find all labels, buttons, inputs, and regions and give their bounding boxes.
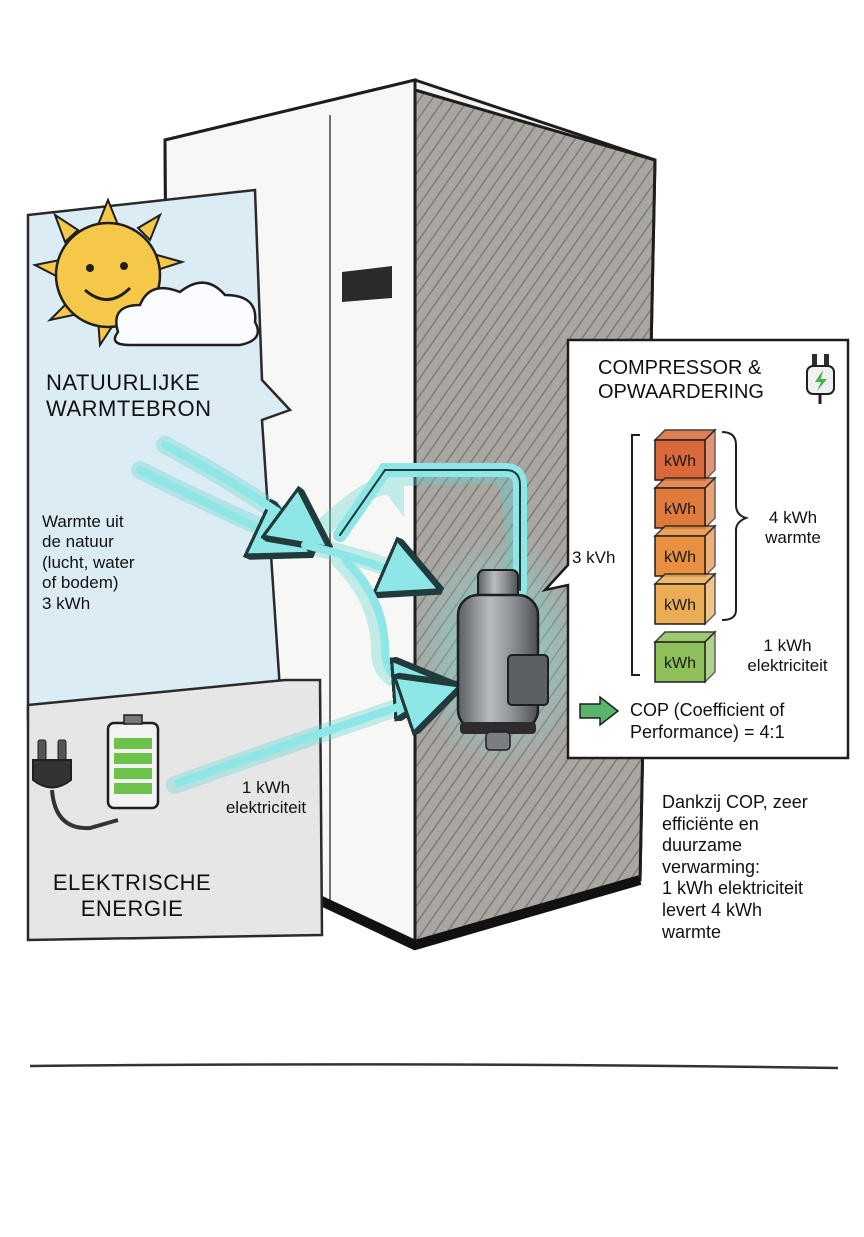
ground-line (29, 1063, 839, 1070)
cop-text: COP (Coefficient of Performance) = 4:1 (630, 700, 785, 742)
electric-energy-title: ELEKTRISCHE ENERGIE (52, 870, 212, 922)
kwh-block: kWh (653, 630, 717, 684)
kwh-stack-brackets (631, 431, 750, 676)
kwh-block-label: kWh (664, 549, 696, 566)
compressor-box-title: COMPRESSOR & OPWAARDERING (598, 357, 764, 403)
heat-flow-arrows (131, 436, 527, 794)
unit-logo (342, 266, 392, 302)
electric-input-label: 1 kWh elektriciteit (225, 778, 307, 818)
electric-block-label: 1 kWh elektriciteit (747, 636, 828, 676)
kwh-block: kWh (653, 428, 717, 482)
stack-label: 3 kVh (572, 548, 616, 567)
sun-icon (32, 197, 186, 349)
kwh-blocks: kWh kWh kWh kWh kWh (653, 428, 717, 684)
arrow-icon (579, 695, 620, 727)
battery-icon (106, 714, 160, 810)
kwh-block-label: kWh (664, 597, 696, 614)
plug-small-icon (806, 354, 835, 404)
heat-output-label: 4 kWh warmte (765, 508, 821, 548)
kwh-block: kWh (653, 476, 717, 530)
summary-text: Dankzij COP, zeer efficiënte en duurzame… (662, 792, 808, 942)
plug-icon (32, 739, 119, 831)
kwh-block-label: kWh (664, 655, 696, 672)
kwh-block: kWh (653, 524, 717, 578)
cloud-icon (113, 281, 260, 347)
natural-source-description: Warmte uit de natuur (lucht, water of bo… (42, 512, 135, 613)
compressor-icon (456, 569, 549, 751)
kwh-block-label: kWh (664, 501, 696, 518)
kwh-block-label: kWh (664, 453, 696, 470)
natural-source-title: NATUURLIJKE WARMTEBRON (46, 370, 212, 422)
electric-energy-panel (26, 678, 324, 942)
kwh-block: kWh (653, 572, 717, 626)
